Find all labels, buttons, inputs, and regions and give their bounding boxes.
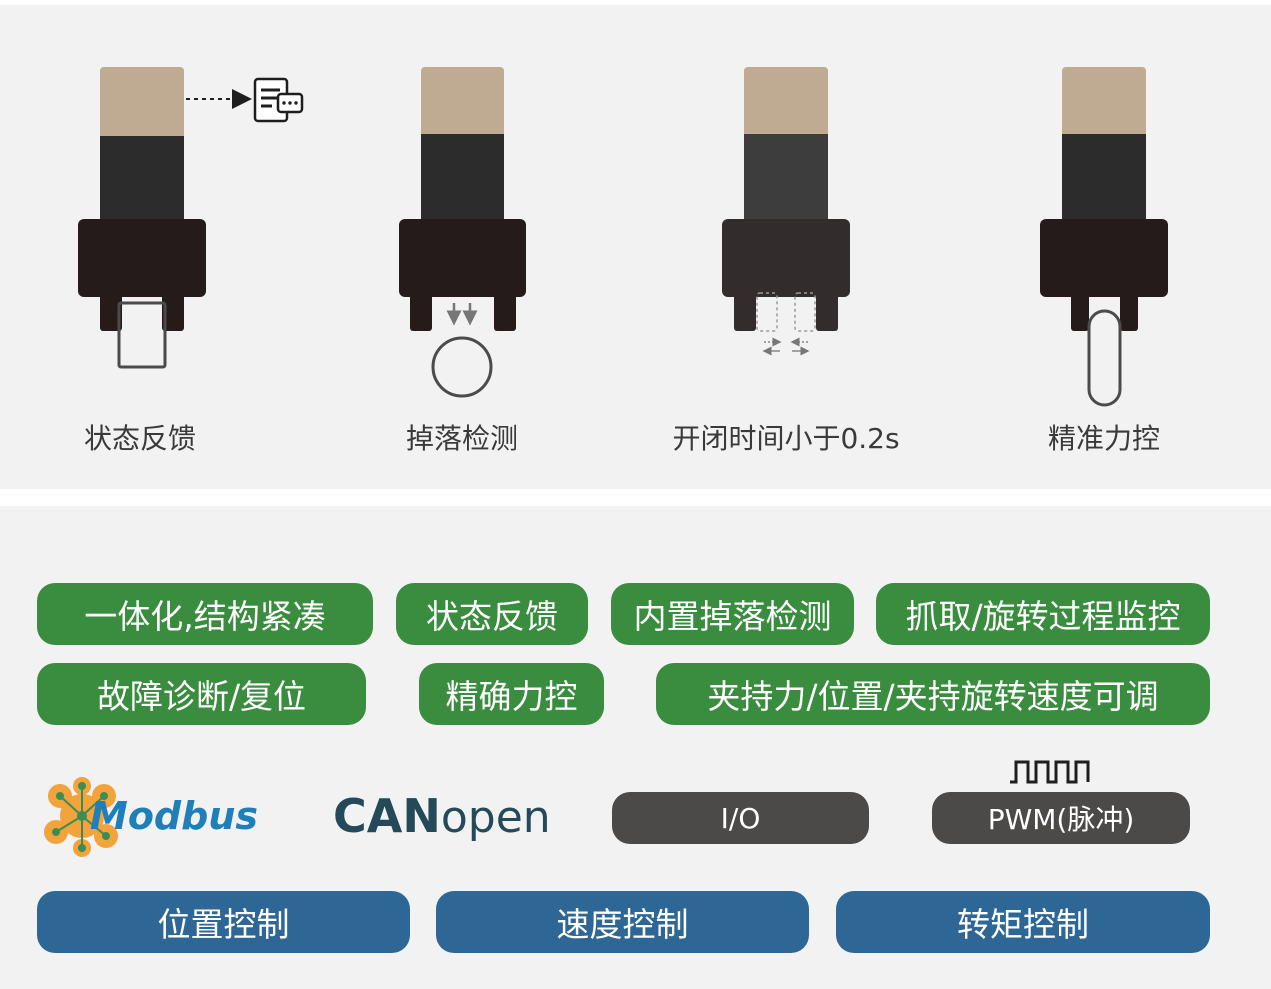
canopen-label-light: open [440,792,551,843]
modbus-label: Modbus [90,794,258,838]
gripper-fast-open-close-icon [722,67,850,356]
feature-caption-status-feedback: 状态反馈 [83,422,196,455]
pwm-badge: PWM(脉冲) [932,792,1190,844]
canopen-label-bold: CAN [333,789,441,843]
feature-caption-force-control: 精准力控 [1047,422,1160,455]
tag-built-in-drop-detection: 内置掉落检测 [611,583,854,645]
tag-precise-force-control: 精确力控 [419,663,604,725]
io-badge: I/O [612,792,869,844]
specs-panel: 一体化,结构紧凑 状态反馈 内置掉落检测 抓取/旋转过程监控 故障诊断/复位 精… [0,506,1271,989]
modbus-logo-icon [44,777,118,857]
tag-adjustable-force-position-speed: 夹持力/位置/夹持旋转速度可调 [656,663,1210,725]
gripper-force-control-icon [1040,67,1168,407]
mode-position-control: 位置控制 [37,891,410,953]
mode-torque-control: 转矩控制 [836,891,1210,953]
tag-integrated-compact: 一体化,结构紧凑 [37,583,373,645]
tag-status-feedback: 状态反馈 [396,583,588,645]
pwm-pulse-icon [1010,760,1090,784]
message-feedback-icon [253,77,304,123]
feature-caption-drop-detection: 掉落检测 [405,422,518,455]
mode-speed-control: 速度控制 [436,891,809,953]
gripper-drop-detection-icon [399,67,526,398]
gripper-status-feedback-icon [78,67,304,369]
feature-illustration-panel: 状态反馈 掉落检测 开闭时间小于0.2s 精准力控 [0,5,1271,489]
canopen-logo: CANopen [333,788,551,855]
tag-fault-diagnosis-reset: 故障诊断/复位 [37,663,366,725]
gripper-illustrations [78,67,1168,407]
feature-caption-open-close-time: 开闭时间小于0.2s [672,422,900,455]
tag-grip-rotate-monitoring: 抓取/旋转过程监控 [876,583,1210,645]
